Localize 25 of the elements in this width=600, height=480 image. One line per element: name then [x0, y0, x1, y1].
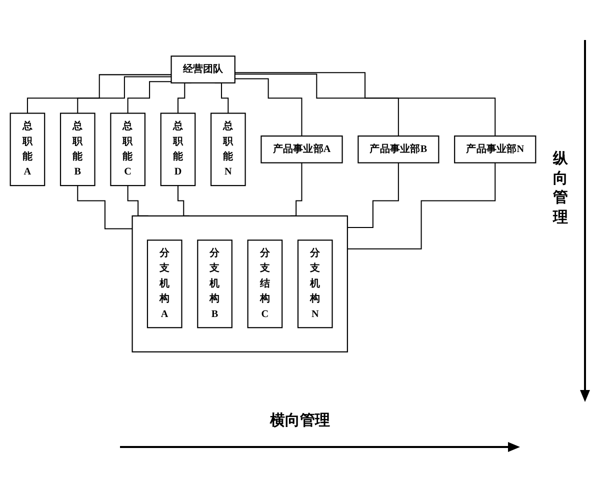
node-box: 产品事业部N: [454, 136, 536, 164]
node-box: 经营团队: [170, 56, 236, 84]
node-box: 总职能C: [110, 112, 146, 186]
connector: [234, 78, 302, 137]
connector: [26, 74, 172, 114]
node-box: 总职能B: [60, 112, 96, 186]
connector: [347, 162, 399, 228]
node-box: 分支机构A: [146, 240, 182, 328]
connector: [127, 81, 172, 114]
node-box: 总职能A: [10, 112, 46, 186]
connector: [77, 76, 172, 114]
connector: [77, 185, 132, 230]
node-box: 总职能D: [160, 112, 196, 186]
node-box: 分支机构B: [197, 240, 232, 328]
direction-label: 纵向管理: [552, 150, 568, 228]
node-box: 产品事业部A: [260, 136, 343, 164]
connector: [234, 74, 399, 137]
direction-label: 横向管理: [270, 412, 330, 431]
connector: [234, 72, 496, 137]
cluster: [132, 215, 348, 352]
node-box: 总职能N: [210, 112, 246, 186]
node-box: 分支结构C: [247, 240, 283, 328]
node-box: 分支机构N: [297, 240, 333, 328]
node-box: 产品事业部B: [358, 136, 440, 164]
connector: [347, 162, 496, 250]
